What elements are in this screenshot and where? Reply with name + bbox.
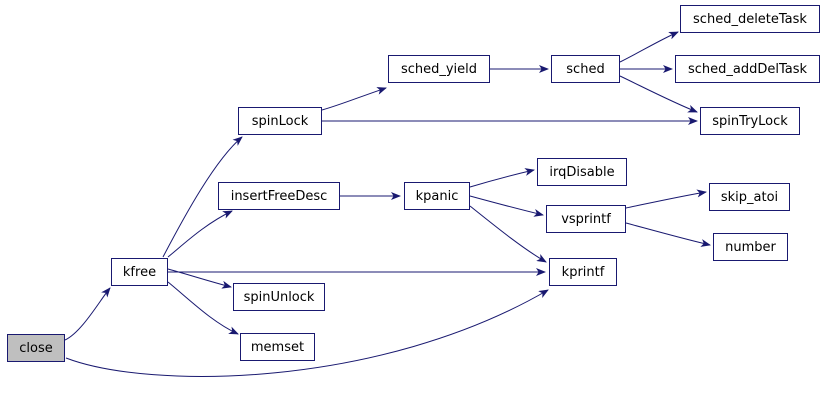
node-label-number: number <box>725 239 776 255</box>
node-number[interactable]: number <box>713 233 788 261</box>
call-edge-vsprintf-to-number <box>625 222 711 247</box>
node-sched[interactable]: sched <box>551 55 620 83</box>
node-irqDisable[interactable]: irqDisable <box>537 158 627 186</box>
node-spinTryLock[interactable]: spinTryLock <box>700 107 800 135</box>
node-label-close: close <box>19 340 53 356</box>
call-edge-spinLock-to-sched_yield <box>321 87 387 111</box>
node-skip_atoi[interactable]: skip_atoi <box>709 183 790 211</box>
node-label-spinTryLock: spinTryLock <box>712 113 788 129</box>
node-close[interactable]: close <box>7 334 65 362</box>
node-label-kpanic: kpanic <box>415 188 459 204</box>
node-label-sched_yield: sched_yield <box>400 61 478 77</box>
node-sched_yield[interactable]: sched_yield <box>388 55 490 83</box>
call-edge-kfree-to-spinUnlock <box>167 268 232 289</box>
node-spinUnlock[interactable]: spinUnlock <box>233 283 325 311</box>
node-spinLock[interactable]: spinLock <box>238 107 322 135</box>
node-label-spinUnlock: spinUnlock <box>243 289 315 305</box>
node-label-kprintf: kprintf <box>561 264 605 280</box>
node-memset[interactable]: memset <box>240 333 315 361</box>
node-label-insertFreeDesc: insertFreeDesc <box>230 188 328 204</box>
call-edge-kpanic-to-kprintf <box>469 205 547 263</box>
call-edge-vsprintf-to-skip_atoi <box>625 189 707 209</box>
call-edge-kfree-to-spinLock <box>162 136 243 258</box>
node-kfree[interactable]: kfree <box>111 258 168 286</box>
node-label-irqDisable: irqDisable <box>549 164 615 180</box>
call-edge-close-to-kfree <box>64 287 111 341</box>
node-vsprintf[interactable]: vsprintf <box>546 205 626 233</box>
node-sched_addDelTask[interactable]: sched_addDelTask <box>675 55 820 83</box>
call-edge-kpanic-to-vsprintf <box>469 195 544 217</box>
node-insertFreeDesc[interactable]: insertFreeDesc <box>218 182 340 210</box>
call-edge-kpanic-to-irqDisable <box>469 168 535 188</box>
node-label-sched: sched <box>566 61 605 77</box>
node-kprintf[interactable]: kprintf <box>549 258 617 286</box>
call-edges <box>64 31 711 377</box>
node-label-vsprintf: vsprintf <box>561 211 611 227</box>
call-edge-sched-to-spinTryLock <box>619 75 698 113</box>
node-sched_deleteTask[interactable]: sched_deleteTask <box>680 5 820 33</box>
call-edge-sched-to-sched_deleteTask <box>619 31 679 63</box>
node-label-spinLock: spinLock <box>251 113 309 129</box>
node-kpanic[interactable]: kpanic <box>404 182 470 210</box>
call-edge-kfree-to-insertFreeDesc <box>167 210 233 258</box>
node-label-sched_deleteTask: sched_deleteTask <box>693 11 807 27</box>
node-label-skip_atoi: skip_atoi <box>720 189 779 205</box>
node-label-kfree: kfree <box>122 264 157 280</box>
node-label-sched_addDelTask: sched_addDelTask <box>687 61 808 77</box>
node-label-memset: memset <box>250 339 305 355</box>
call-edge-close-to-kprintf <box>65 289 549 377</box>
call-edge-kfree-to-memset <box>167 281 239 335</box>
